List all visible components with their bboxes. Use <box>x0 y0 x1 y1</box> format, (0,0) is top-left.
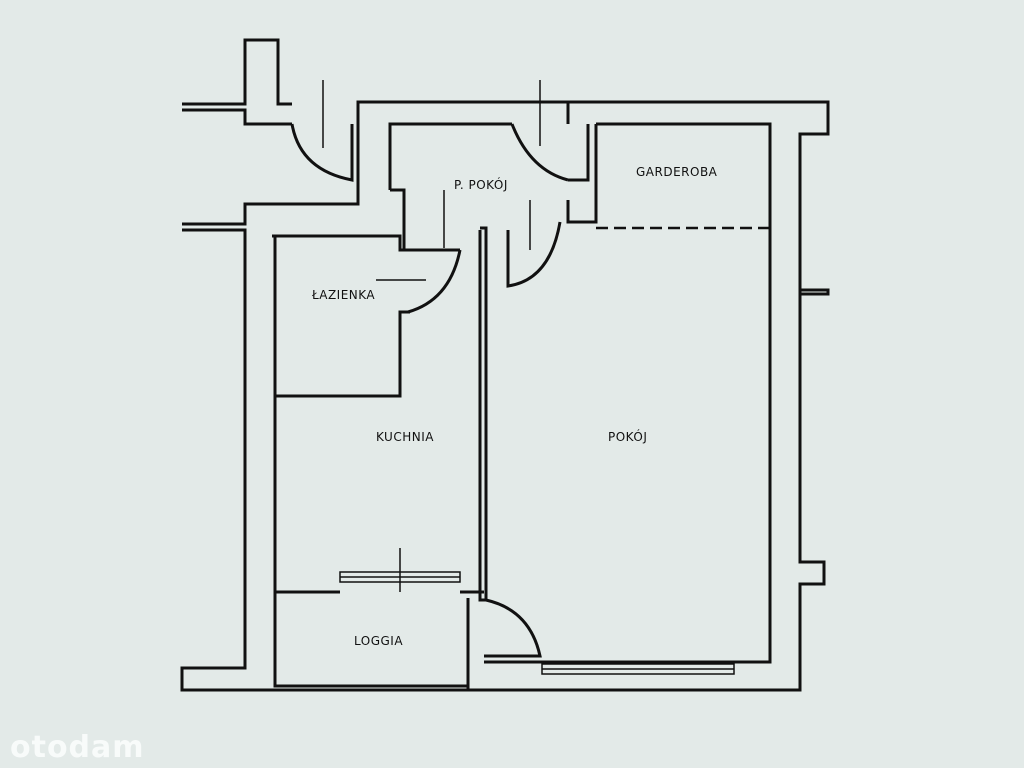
otodom-watermark-logo: otodam <box>10 730 145 765</box>
room-label-kuchnia: KUCHNIA <box>376 430 434 444</box>
windows <box>339 571 735 675</box>
room-label-lazienka: ŁAZIENKA <box>312 288 376 302</box>
walls <box>180 38 830 692</box>
guide-lines <box>322 80 541 592</box>
room-label-loggia: LOGGIA <box>354 634 404 648</box>
room-label-pokoj: POKÓJ <box>608 430 648 444</box>
room-label-garderoba: GARDEROBA <box>636 165 718 179</box>
room-label-przedpokoj: P. POKÓJ <box>454 178 508 192</box>
doors <box>290 123 569 658</box>
